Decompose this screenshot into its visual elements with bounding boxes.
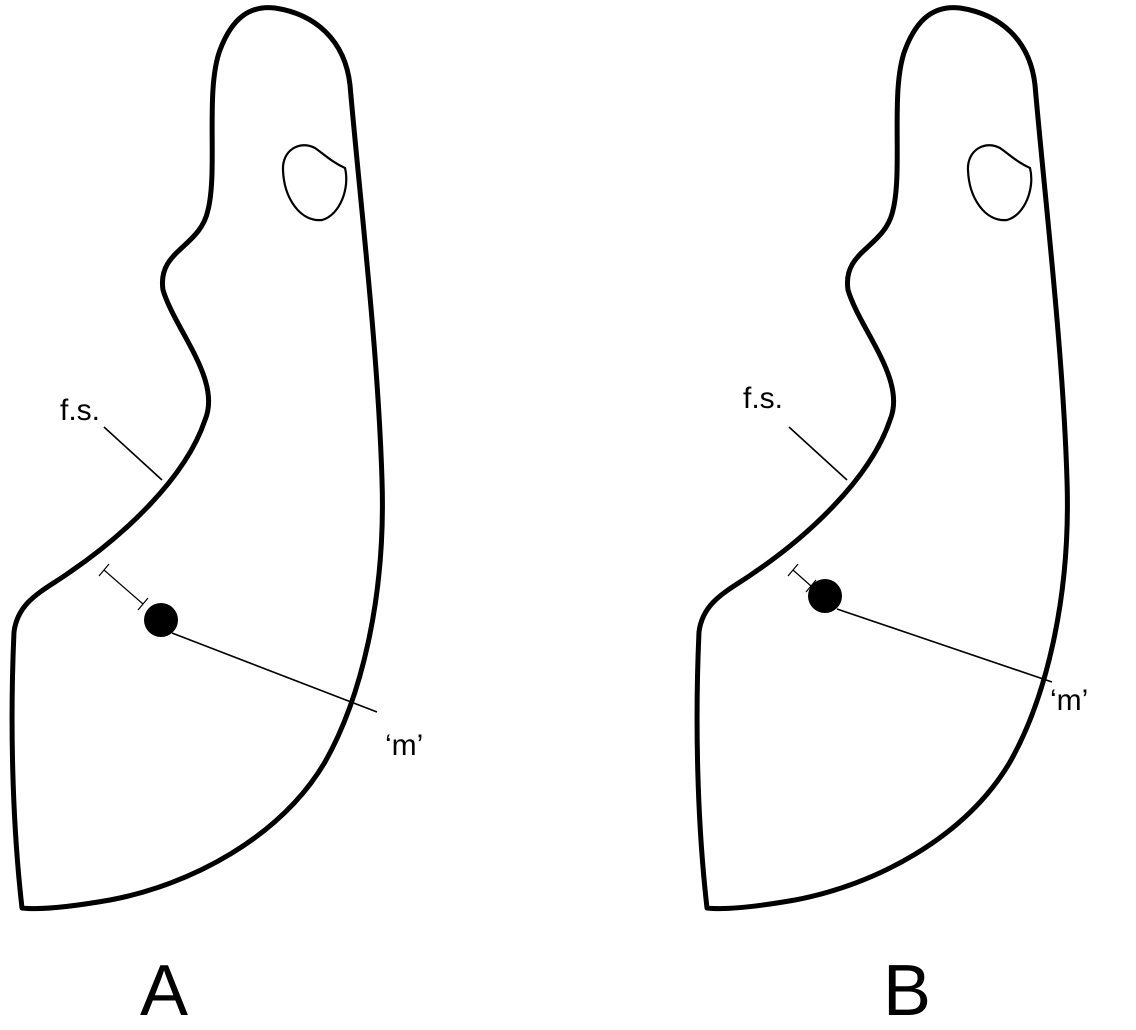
panel-a-foramen-outline — [283, 145, 346, 220]
panel-b-fs-leader — [789, 427, 847, 480]
panel-b-fs-label: f.s. — [743, 382, 783, 415]
panel-a-measurement-bracket — [99, 564, 148, 610]
panel-b-label: B — [883, 951, 931, 1030]
panel-a-label: A — [140, 951, 188, 1030]
panel-a-fs-label: f.s. — [60, 394, 100, 427]
panel-a-fs-leader — [104, 427, 162, 480]
panel-a-m-leader — [172, 633, 377, 712]
panel-a-body-outline — [12, 8, 382, 909]
panel-b: f.s. ‘m’ B — [697, 8, 1088, 1030]
panel-a: f.s. ‘m’ A — [12, 8, 423, 1030]
panel-a-m-label: ‘m’ — [385, 729, 423, 762]
panel-b-body-outline — [697, 8, 1067, 909]
panel-b-m-label: ‘m’ — [1050, 684, 1088, 717]
panel-b-m-dot — [808, 579, 842, 613]
panel-a-m-dot — [144, 603, 178, 637]
panel-b-foramen-outline — [968, 145, 1031, 220]
panel-b-m-leader — [837, 609, 1052, 682]
